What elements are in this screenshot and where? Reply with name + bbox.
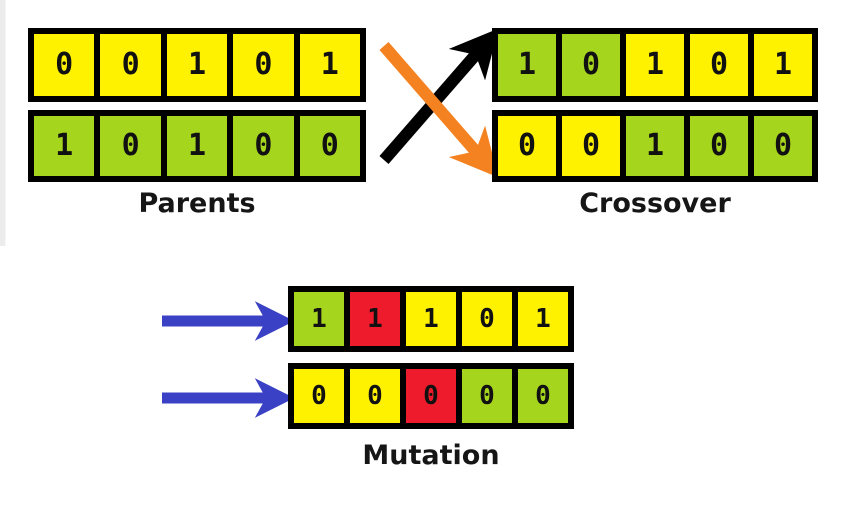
crossover-arrow-down-icon: [379, 42, 499, 178]
gene-cell: 1: [498, 34, 556, 96]
gene-cell: 0: [294, 369, 344, 423]
gene-cell: 0: [34, 34, 95, 96]
gene-cell: 0: [100, 116, 161, 176]
gene-cell: 1: [166, 34, 228, 96]
parents-label: Parents: [138, 188, 256, 219]
gene-cell: 1: [406, 292, 456, 346]
offspring-2-strip: 0 0 1 0 0: [492, 110, 818, 182]
gene-cell: 0: [562, 34, 620, 96]
gene-cell: 0: [100, 34, 161, 96]
left-gutter-strip: [0, 0, 5, 246]
crossover-arrows: [379, 28, 499, 178]
parent-1-strip: 0 0 1 0 1: [28, 28, 366, 102]
gene-cell: 1: [299, 34, 361, 96]
gene-cell: 0: [562, 116, 620, 176]
gene-cell: 0: [233, 34, 294, 96]
gene-cell: 0: [690, 116, 748, 176]
crossover-label: Crossover: [579, 188, 731, 219]
mutation-label: Mutation: [362, 440, 500, 471]
gene-cell: 0: [462, 369, 512, 423]
gene-cell: 0: [299, 116, 361, 176]
gene-cell-mutated: 1: [350, 292, 400, 346]
offspring-1-strip: 1 0 1 0 1: [492, 28, 818, 102]
gene-cell: 1: [166, 116, 228, 176]
mutant-2-strip: 0 0 0 0 0: [288, 363, 574, 429]
mutation-arrow-bottom: [162, 378, 295, 418]
gene-cell: 0: [518, 369, 568, 423]
gene-cell: 1: [626, 34, 684, 96]
left-gutter-edge: [5, 0, 6, 246]
gene-cell: 1: [294, 292, 344, 346]
gene-cell: 0: [233, 116, 294, 176]
gene-cell: 0: [690, 34, 748, 96]
gene-cell-mutated: 0: [406, 369, 456, 423]
mutation-arrow-top: [162, 301, 295, 341]
gene-cell: 1: [34, 116, 95, 176]
gene-cell: 0: [754, 116, 812, 176]
gene-cell: 1: [754, 34, 812, 96]
mutant-1-strip: 1 1 1 0 1: [288, 286, 574, 352]
gene-cell: 0: [350, 369, 400, 423]
gene-cell: 0: [498, 116, 556, 176]
parent-2-strip: 1 0 1 0 0: [28, 110, 366, 182]
gene-cell: 1: [626, 116, 684, 176]
gene-cell: 1: [518, 292, 568, 346]
gene-cell: 0: [462, 292, 512, 346]
